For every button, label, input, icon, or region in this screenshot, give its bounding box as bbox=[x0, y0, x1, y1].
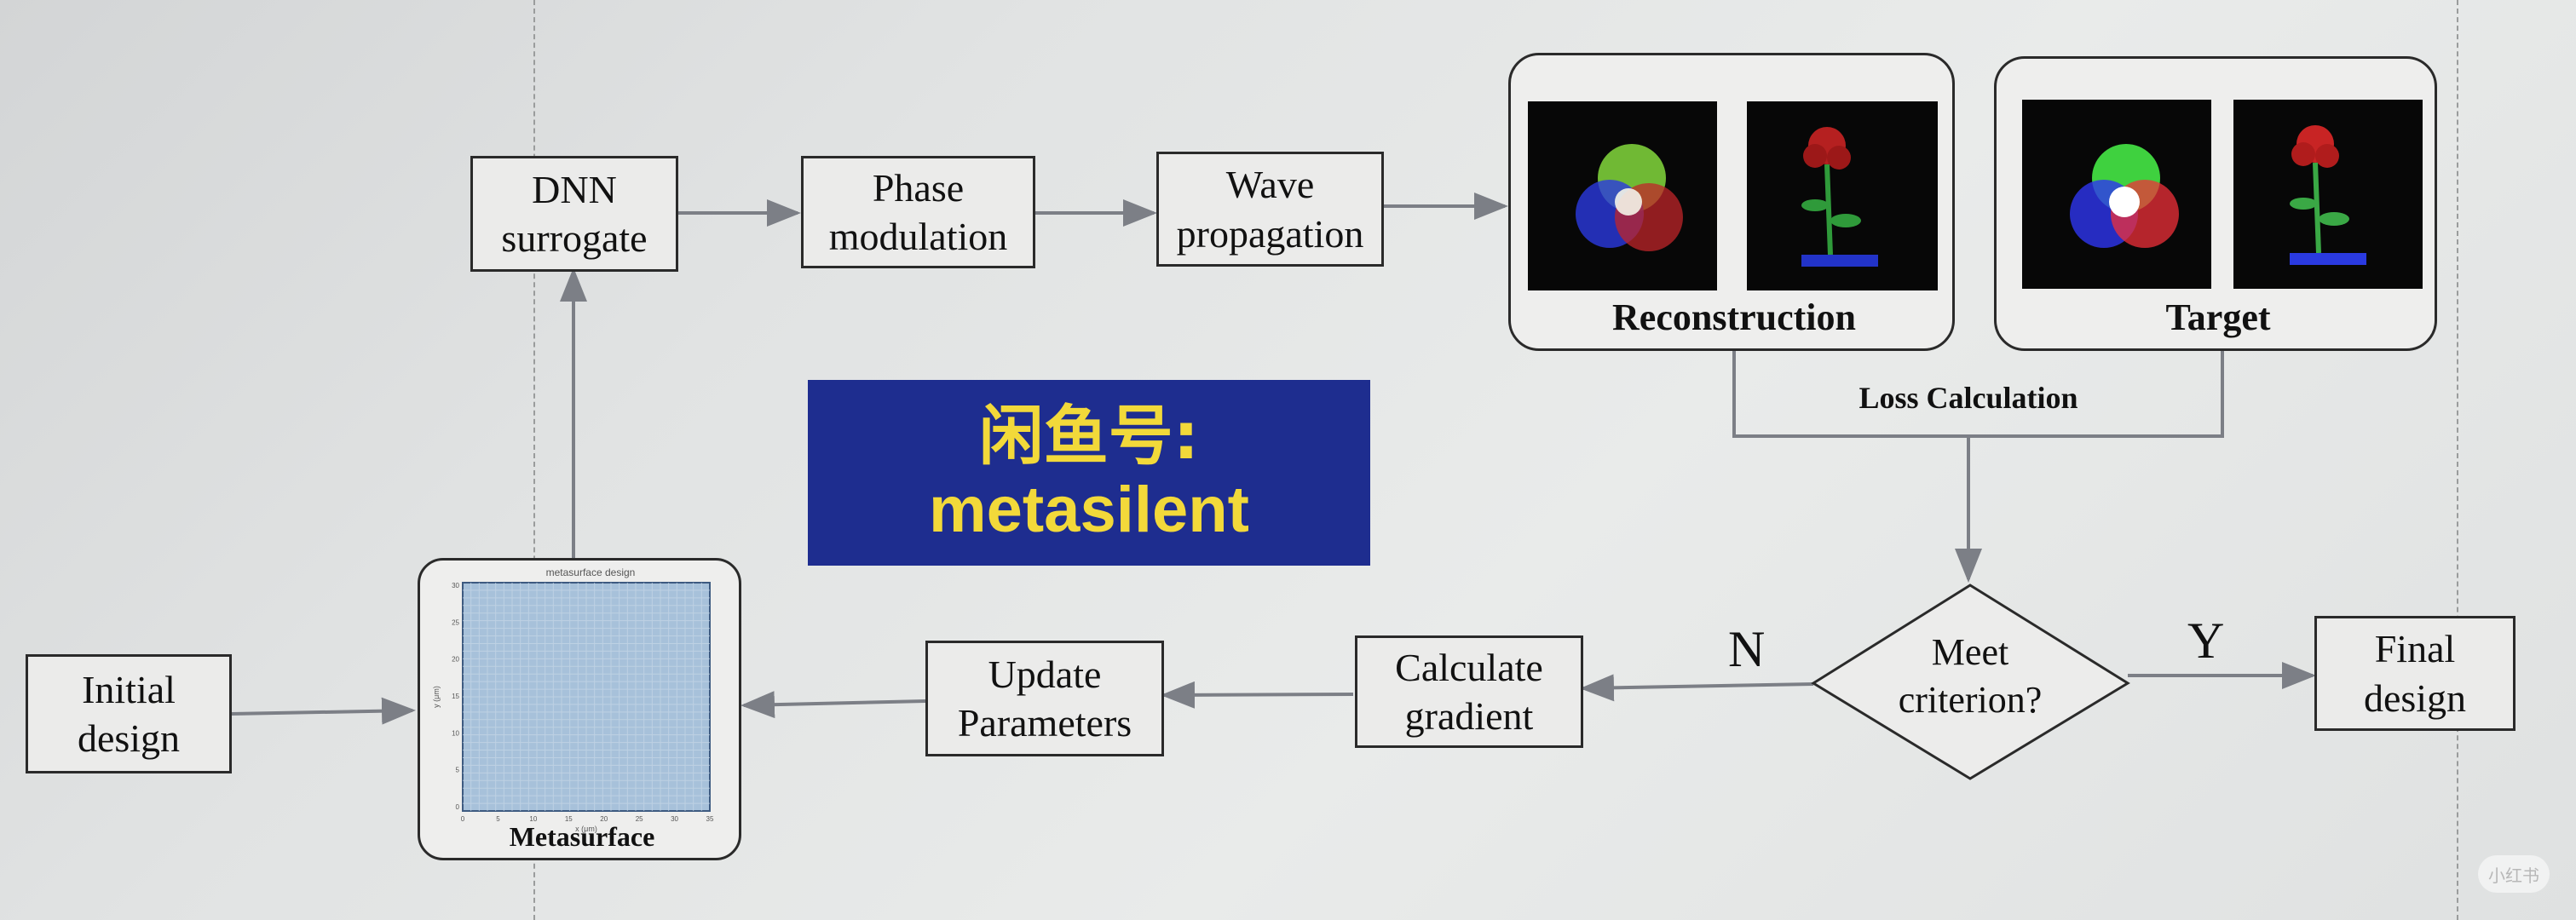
arrow-update-to-metasurface bbox=[741, 691, 926, 719]
target-flower-image bbox=[2233, 100, 2423, 289]
metasurface-ytick: 20 bbox=[452, 656, 459, 664]
metasurface-plot-yticks: 30 25 20 15 10 5 0 bbox=[452, 582, 459, 811]
phase-modulation-label: Phase modulation bbox=[828, 165, 1008, 259]
target-group: Target bbox=[1994, 56, 2437, 351]
reconstruction-rgb-image bbox=[1528, 101, 1717, 290]
rgb-circles-clean bbox=[2070, 144, 2179, 248]
metasurface-xtick: 35 bbox=[706, 815, 714, 823]
branch-no-label: N bbox=[1728, 621, 1766, 677]
target-rgb-image bbox=[2022, 100, 2211, 289]
rgb-circles-noisy bbox=[1576, 144, 1683, 251]
metasurface-plot: metasurface design y (μm) 30 25 20 15 10 5 0 0… bbox=[432, 566, 714, 833]
metasurface-group: metasurface design y (μm) 30 25 20 15 10 5 0 0… bbox=[418, 558, 741, 860]
arrow-initial-to-metasurface bbox=[231, 697, 416, 725]
decision-diamond bbox=[1811, 584, 2130, 780]
watermark: 小红书 bbox=[2478, 855, 2550, 893]
calculate-gradient-box: Calculate gradient bbox=[1355, 635, 1583, 748]
metasurface-ytick: 15 bbox=[452, 693, 459, 700]
arrow-gradient-to-update bbox=[1161, 681, 1354, 709]
metasurface-xtick: 0 bbox=[461, 815, 465, 823]
update-parameters-box: Update Parameters bbox=[925, 641, 1164, 756]
metasurface-xtick: 15 bbox=[565, 815, 573, 823]
metasurface-plot-title: metasurface design bbox=[546, 566, 636, 578]
target-label: Target bbox=[2165, 296, 2271, 338]
metasurface-xtick: 25 bbox=[636, 815, 643, 823]
reconstruction-label: Reconstruction bbox=[1612, 296, 1856, 338]
update-parameters-label: Update Parameters bbox=[957, 652, 1132, 745]
metasurface-ytick: 10 bbox=[452, 729, 459, 737]
dashed-divider-left bbox=[533, 0, 535, 920]
metasurface-xtick: 5 bbox=[496, 815, 500, 823]
metasurface-plot-xticks: 0 5 10 15 20 25 30 35 bbox=[461, 815, 714, 823]
metasurface-xtick: 20 bbox=[600, 815, 608, 823]
metasurface-ytick: 5 bbox=[456, 767, 460, 774]
flower-reconstructed bbox=[1801, 127, 1878, 267]
metasurface-plot-xlabel: x (μm) bbox=[575, 825, 597, 833]
metasurface-plot-ylabel: y (μm) bbox=[432, 686, 441, 708]
contact-banner: 闲鱼号: metasilent bbox=[808, 380, 1370, 566]
dnn-surrogate-label: DNN surrogate bbox=[501, 167, 648, 261]
metasurface-ytick: 30 bbox=[452, 582, 459, 589]
metasurface-xtick: 10 bbox=[529, 815, 537, 823]
metasurface-label: Metasurface bbox=[509, 821, 655, 852]
metasurface-ytick: 25 bbox=[452, 618, 459, 626]
phase-modulation-box: Phase modulation bbox=[801, 156, 1035, 268]
metasurface-xtick: 30 bbox=[671, 815, 678, 823]
wave-propagation-box: Wave propagation bbox=[1156, 152, 1384, 267]
banner-line-1: 闲鱼号: bbox=[978, 397, 1200, 474]
loss-calculation-label: Loss Calculation bbox=[1859, 381, 2078, 415]
decision-label: Meet criterion? bbox=[1898, 631, 2043, 722]
initial-design-label: Initial design bbox=[77, 667, 181, 761]
final-design-label: Final design bbox=[2363, 627, 2467, 720]
metasurface-ytick: 0 bbox=[456, 803, 460, 811]
arrow-decision-to-gradient bbox=[1580, 674, 1814, 702]
initial-design-box: Initial design bbox=[26, 654, 232, 773]
branch-yes-label: Y bbox=[2187, 612, 2225, 669]
flower-target bbox=[2290, 125, 2366, 265]
reconstruction-group: Reconstruction bbox=[1508, 53, 1955, 351]
calculate-gradient-label: Calculate gradient bbox=[1395, 645, 1543, 739]
metasurface-pattern bbox=[463, 583, 710, 811]
final-design-box: Final design bbox=[2314, 616, 2515, 731]
reconstruction-flower-image bbox=[1747, 101, 1938, 290]
banner-line-2: metasilent bbox=[929, 474, 1249, 546]
wave-propagation-label: Wave propagation bbox=[1176, 163, 1364, 256]
dashed-divider-right bbox=[2457, 0, 2458, 920]
loss-bracket bbox=[1732, 351, 2224, 438]
dnn-surrogate-box: DNN surrogate bbox=[470, 156, 678, 272]
